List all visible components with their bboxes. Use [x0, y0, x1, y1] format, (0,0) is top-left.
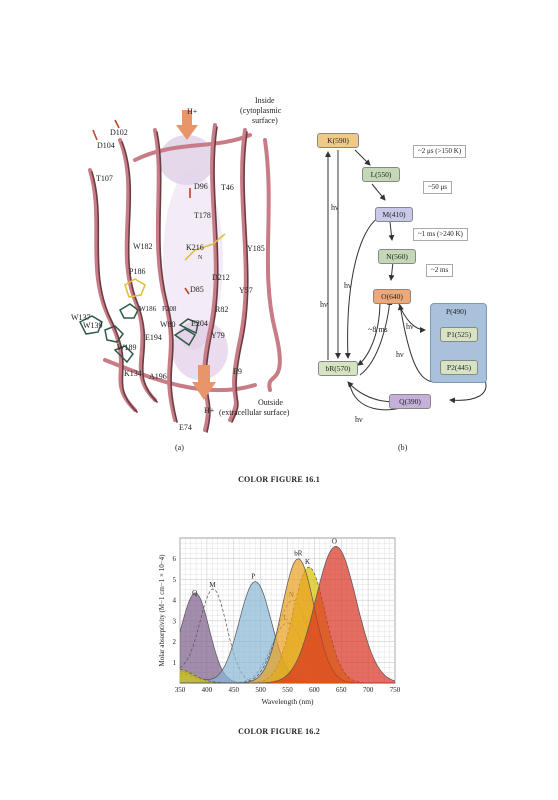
hplus-bottom-label: H+	[204, 406, 215, 415]
hv-label: hν	[406, 322, 414, 331]
x-tick-label: 450	[229, 686, 240, 694]
x-tick-label: 500	[255, 686, 266, 694]
residue-label: E74	[179, 423, 192, 432]
outside-sub-label: (extracellular surface)	[219, 408, 290, 417]
state-q: Q(390)	[389, 394, 431, 409]
y-tick-label: 3	[173, 617, 177, 625]
figure-16-1-caption: COLOR FIGURE 16.1	[238, 475, 320, 484]
residue-label: A196	[149, 372, 167, 381]
x-tick-label: 750	[390, 686, 401, 694]
series-label-br: bR	[294, 550, 303, 558]
series-label-p: P	[251, 573, 255, 581]
ms8-label: ~8 ms	[368, 325, 388, 334]
residue-label: N	[198, 255, 203, 261]
hv-label: hν	[320, 300, 328, 309]
panel-b-sublabel: (b)	[398, 443, 408, 452]
series-label-k: K	[305, 558, 310, 566]
x-axis-label: Wavelength (nm)	[261, 697, 314, 706]
state-p1: P1(525)	[440, 327, 478, 342]
residue-label: W137	[71, 313, 91, 322]
hv-label: hν	[396, 350, 404, 359]
y-tick-label: 6	[173, 555, 177, 563]
residue-label: W80	[160, 320, 176, 329]
y-tick-label: 2	[173, 638, 177, 646]
state-o: O(640)	[373, 289, 411, 304]
series-area-br	[180, 558, 395, 683]
time-label-l-m: ~50 μs	[423, 181, 453, 194]
x-tick-label: 350	[175, 686, 186, 694]
x-tick-label: 400	[202, 686, 213, 694]
residue-label: T178	[194, 211, 211, 220]
x-tick-label: 700	[363, 686, 374, 694]
residue-label: Y79	[211, 331, 225, 340]
series-label-o: O	[332, 537, 337, 545]
state-l: L(550)	[362, 167, 400, 182]
series-line-o	[180, 546, 396, 684]
hplus-top-label: H+	[187, 107, 198, 116]
residue-label: P186	[129, 267, 146, 276]
residue-label: W189	[117, 343, 137, 352]
x-tick-label: 650	[336, 686, 347, 694]
hv-label: hν	[344, 281, 352, 290]
panel-a-sublabel: (a)	[175, 443, 184, 452]
y-tick-label: 5	[173, 576, 177, 584]
series-label-q: Q	[192, 589, 197, 597]
state-p: P(490)	[446, 307, 467, 316]
absorption-spectra-chart: QMLPNKbRO3504004505005506006507007501234…	[158, 537, 401, 706]
residue-label: T46	[221, 183, 234, 192]
residue-label: R82	[215, 305, 229, 314]
x-tick-label: 600	[309, 686, 320, 694]
residue-label: D96	[194, 182, 208, 191]
residue-label: D104	[97, 141, 115, 150]
residue-label: E9	[233, 367, 242, 376]
residue-label: E194	[145, 333, 162, 342]
residue-label: Y57	[239, 286, 253, 295]
residue-label: F208	[162, 305, 177, 313]
residue-label: W139	[83, 321, 103, 330]
state-br: bR(570)	[318, 361, 358, 376]
y-tick-label: 1	[173, 659, 177, 667]
y-tick-label: 4	[173, 597, 177, 605]
photocycle-arrows	[325, 149, 487, 411]
hv-label: hν	[355, 415, 363, 424]
residue-label: E204	[191, 319, 208, 328]
inside-label: Inside	[255, 96, 275, 105]
residue-label: K216	[186, 243, 204, 252]
inside-sub2-label: surface)	[252, 116, 278, 125]
residue-label: D102	[110, 128, 128, 137]
series-area-o	[180, 546, 395, 683]
time-label-m-n: ~1 ms (>240 K)	[413, 228, 468, 241]
state-k: K(590)	[317, 133, 359, 148]
residue-label: D85	[190, 285, 204, 294]
x-tick-label: 550	[282, 686, 293, 694]
residue-label: W186	[139, 305, 157, 313]
residue-label: T107	[96, 174, 113, 183]
time-label-k-l: ~2 μs (>150 K)	[413, 145, 467, 158]
residue-label: D212	[212, 273, 230, 282]
time-label-n-o: ~2 ms	[426, 264, 454, 277]
residue-label: K134	[124, 369, 142, 378]
state-p2: P2(445)	[440, 360, 478, 375]
hv-label: hν	[331, 203, 339, 212]
series-area-p	[180, 581, 395, 683]
residue-label: Y185	[247, 244, 265, 253]
inside-sub1-label: (cytoplasmic	[240, 106, 282, 115]
series-label-m: M	[209, 581, 216, 589]
figure-16-2-caption: COLOR FIGURE 16.2	[238, 727, 320, 736]
outside-label: Outside	[258, 398, 283, 407]
residue-label: W182	[133, 242, 153, 251]
figure-16-1a-protein	[78, 110, 282, 433]
state-m: M(410)	[375, 207, 413, 222]
y-axis-label: Molar absorptivity (M−1 cm−1 × 10−4)	[158, 554, 166, 667]
state-n: N(560)	[378, 249, 416, 264]
